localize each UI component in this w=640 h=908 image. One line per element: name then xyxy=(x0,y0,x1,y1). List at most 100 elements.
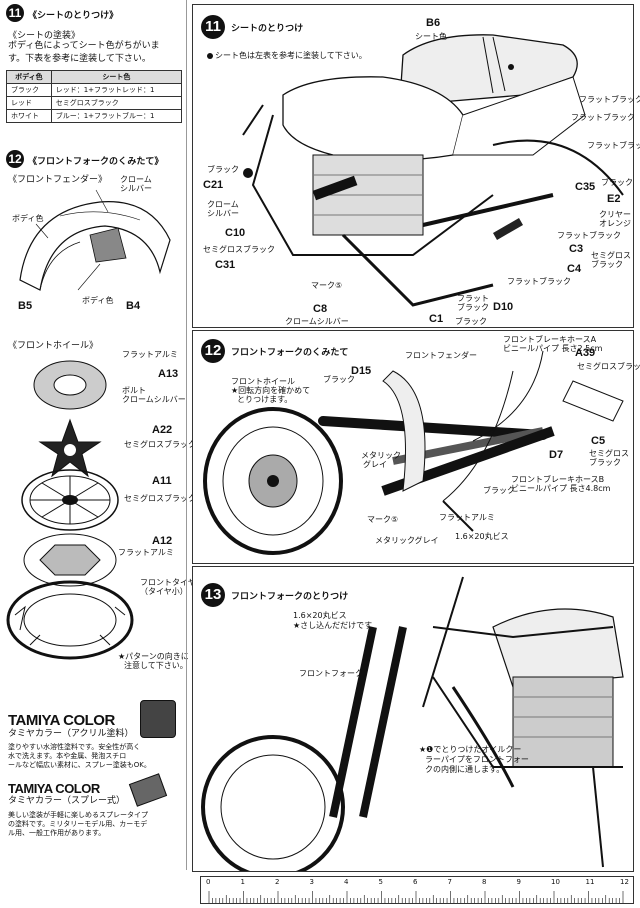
seat-paint-desc-2: す。下表を参考に塗装して下さい。 xyxy=(8,54,151,64)
tamiya-text-1c: ールなど幅広い素材に、スプレー塗装もOK。 xyxy=(8,761,151,769)
ruler-label: 12 xyxy=(620,878,629,886)
wheel-flat-alu-2: フラットアルミ xyxy=(118,548,174,557)
part-c3: C3 xyxy=(569,243,584,255)
step11-note-text: シート色は左表を参考に塗装して下さい。 xyxy=(215,51,367,60)
black-12-1: ブラック xyxy=(323,375,355,384)
front-fork-label: フロントフォーク xyxy=(299,669,363,678)
ruler-label: 7 xyxy=(447,878,452,886)
ruler-label: 11 xyxy=(585,878,595,886)
step12-title: フロントフォークのくみたて xyxy=(231,348,349,358)
tamiya-color-brand-1: TAMIYA COLOR xyxy=(8,712,115,729)
wheel-tire-label-2: （タイヤ小） xyxy=(140,587,188,596)
screw-13-2: ★さし込んだだけです xyxy=(293,621,373,630)
black-12-2: ブラック xyxy=(483,486,515,495)
hose-a-label: フロントブレーキホースA xyxy=(503,335,597,344)
wheel-tire-label: フロントタイヤ xyxy=(140,578,196,587)
step11-number: 11 xyxy=(201,15,225,39)
hose-b-label-2: ビニールパイプ 長さ4.8cm xyxy=(511,484,611,493)
semigloss-2b: ブラック xyxy=(591,260,623,269)
part-a11: A11 xyxy=(152,475,172,487)
front-fork-assembly-drawing xyxy=(203,350,624,555)
flat-black-2b: ブラック xyxy=(457,303,489,312)
hose-b-label: フロントブレーキホースB xyxy=(511,475,605,484)
seat-color-label: シート色 xyxy=(415,32,447,41)
front-fender-drawing xyxy=(19,189,171,291)
column-divider xyxy=(186,0,187,870)
ruler-label: 6 xyxy=(413,878,418,886)
table-header-cell: シート色 xyxy=(50,70,183,84)
part-b4: B4 xyxy=(126,300,141,312)
screw-13-1: 1.6×20丸ビス xyxy=(293,611,347,620)
fender-chrome-label: クローム xyxy=(120,175,152,184)
tamiya-text-2b: の塗料です。ミリタリーモデル用、カーモデ xyxy=(8,820,148,828)
step13-number: 13 xyxy=(201,583,225,607)
fender-body-color-a: ボディ色 xyxy=(12,214,44,223)
part-c1: C1 xyxy=(429,313,444,325)
table-row: レッド セミグロスブラック xyxy=(6,96,183,110)
wheel-bolt-label: ボルト xyxy=(122,386,146,395)
seat-paint-title: 《シートの塗装》 xyxy=(8,31,81,41)
ruler-label: 0 xyxy=(206,878,211,886)
wheel-bolt-chrome: クロームシルバー xyxy=(122,395,186,404)
part-e2: E2 xyxy=(607,193,621,205)
chrome-silver-2: クロームシルバー xyxy=(285,317,349,326)
table-cell: レッド：1+フラットレッド：1 xyxy=(50,83,183,97)
ruler-ticks xyxy=(208,891,624,903)
metal-grey-12-1b: グレイ xyxy=(363,460,387,469)
table-header-cell: ボディ色 xyxy=(6,70,52,84)
part-d15: D15 xyxy=(351,365,372,377)
part-a22: A22 xyxy=(152,424,173,436)
ruler-label: 4 xyxy=(344,878,349,886)
step12-panel: 12 フロントフォークのくみたて フロントフェンダー フロントブレーキホースA … xyxy=(192,330,640,564)
seat-color-table: ボディ色 シート色 ブラック レッド：1+フラットレッド：1 レッド セミグロス… xyxy=(6,70,183,123)
step12-title-left: 《フロントフォークのくみたて》 xyxy=(28,157,164,167)
table-cell: セミグロスブラック xyxy=(50,96,183,110)
spray-can-icon xyxy=(128,773,168,807)
flat-alu-12: フラットアルミ xyxy=(439,513,495,522)
step13-note-3: クの内側に通します。 xyxy=(425,765,505,774)
flat-black-label-4: フラットブラック xyxy=(557,231,621,240)
screw-12: 1.6×20丸ビス xyxy=(455,532,509,541)
table-row: ブラック レッド：1+フラットレッド：1 xyxy=(6,83,183,97)
part-c5: C5 xyxy=(591,435,606,447)
seat-motorcycle-drawing xyxy=(242,34,624,307)
black-label-2: ブラック xyxy=(455,317,487,326)
step12-number: 12 xyxy=(201,339,225,363)
part-d10: D10 xyxy=(493,301,514,313)
ruler-label: 1 xyxy=(240,878,245,886)
semigloss-12-1: セミグロスブラック xyxy=(577,362,640,371)
wheel-note-1: ★パターンの向きに xyxy=(118,652,189,661)
wheel-semigloss-2: セミグロスブラック xyxy=(124,494,196,503)
ruler-label: 5 xyxy=(378,878,383,886)
table-cell: ブルー：1+フラットブルー：1 xyxy=(50,109,183,123)
clear-orange-a: クリヤー xyxy=(599,210,631,219)
wheel-title: 《フロントホイール》 xyxy=(8,341,99,351)
mark5-12: マーク⑤ xyxy=(367,515,399,524)
ruler-label: 3 xyxy=(309,878,314,886)
flat-black-label-3: フラットブラック xyxy=(507,277,571,286)
wheel-semigloss-1: セミグロスブラック xyxy=(124,440,196,449)
ruler-label: 2 xyxy=(275,878,280,886)
chrome-silver-1a: クローム xyxy=(207,200,239,209)
part-c8: C8 xyxy=(313,303,328,315)
front-fender-label: フロントフェンダー xyxy=(405,351,477,360)
fender-chrome-label-2: シルバー xyxy=(120,184,152,193)
ruler-label: 10 xyxy=(551,878,560,886)
table-cell: ブラック xyxy=(6,83,52,97)
black-label-3: ブラック xyxy=(601,178,633,187)
step11-panel: 11 シートのとりつけ シート色は左表を参考に塗装して下さい。 B6 シート色 … xyxy=(192,4,640,328)
wheel-note-2: 注意して下さい。 xyxy=(124,661,188,670)
part-a39: A39 xyxy=(575,347,596,359)
part-a13: A13 xyxy=(158,368,179,380)
flat-black-label-1: フラットブラック xyxy=(571,113,635,122)
step11-note: シート色は左表を参考に塗装して下さい。 xyxy=(207,51,367,60)
part-c31: C31 xyxy=(215,259,236,271)
wheel-note-12-1: フロントホイール xyxy=(231,377,295,386)
step11-title: シートのとりつけ xyxy=(231,24,304,34)
flat-black-label-6: フラットブラック xyxy=(579,95,640,104)
part-b5: B5 xyxy=(18,300,33,312)
step11-title-left: 《シートのとりつけ》 xyxy=(28,11,119,21)
tamiya-color-brand-2: TAMIYA COLOR xyxy=(8,781,100,796)
table-cell: レッド xyxy=(6,96,52,110)
